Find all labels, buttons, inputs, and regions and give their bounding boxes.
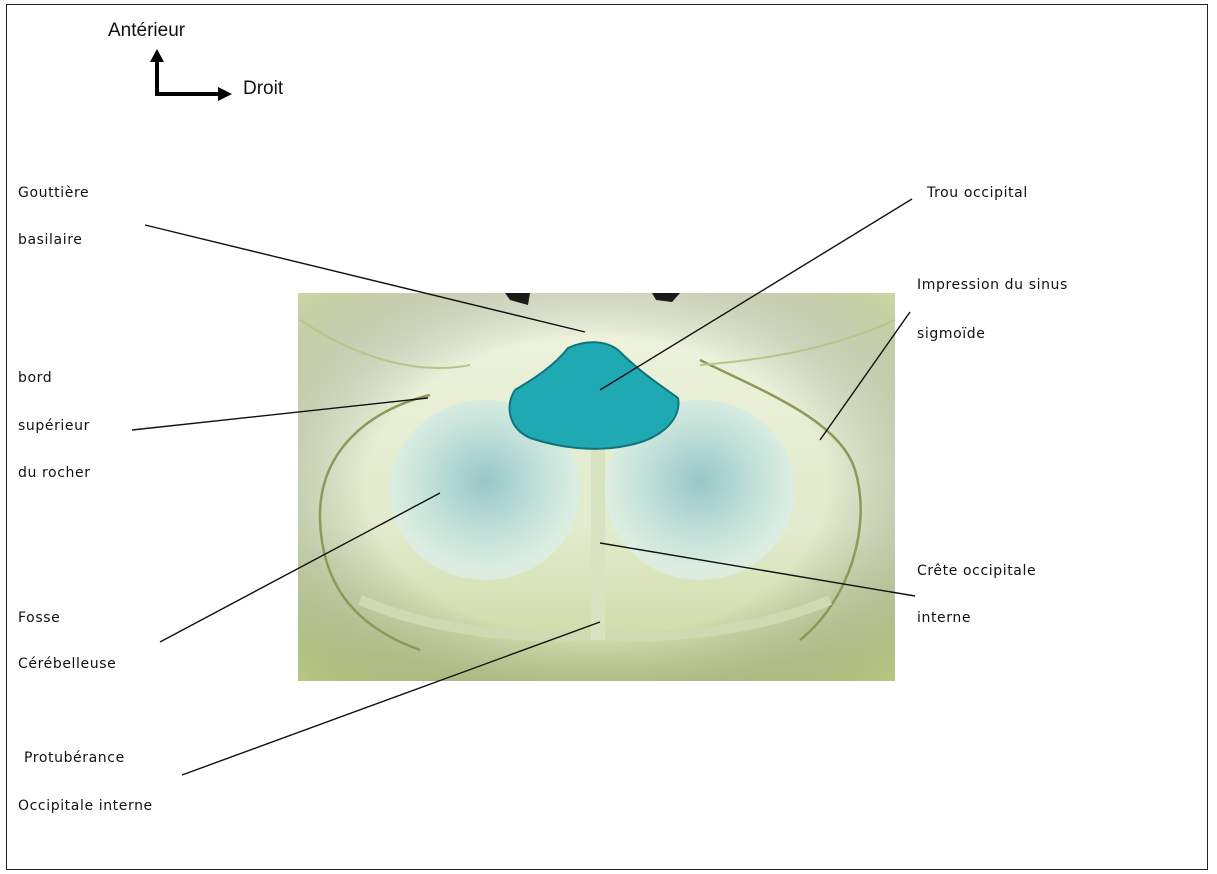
label-bord-line2: supérieur [18, 418, 90, 434]
label-fosse-line2: Cérébelleuse [18, 656, 116, 672]
label-impression-line1: Impression du sinus [917, 277, 1068, 293]
label-crete-line1: Crête occipitale [917, 563, 1036, 579]
label-trou-occipital: Trou occipital [927, 185, 1028, 201]
label-gouttiere-line1: Gouttière [18, 185, 89, 201]
leader-impression-sinus [820, 312, 910, 440]
leader-crete [600, 543, 915, 596]
label-bord-line1: bord [18, 370, 52, 386]
label-gouttiere-line2: basilaire [18, 232, 82, 248]
leader-gouttiere [145, 225, 585, 332]
leader-protuberance [182, 622, 600, 775]
label-bord-line3: du rocher [18, 465, 91, 481]
label-protuberance-line2: Occipitale interne [18, 798, 153, 814]
label-impression-line2: sigmoïde [917, 326, 985, 342]
leader-trou-occipital [600, 199, 912, 390]
leader-bord-rocher [132, 398, 428, 430]
label-fosse-line1: Fosse [18, 610, 60, 626]
label-protuberance-line1: Protubérance [24, 750, 125, 766]
leader-fosse [160, 493, 440, 642]
label-crete-line2: interne [917, 610, 971, 626]
